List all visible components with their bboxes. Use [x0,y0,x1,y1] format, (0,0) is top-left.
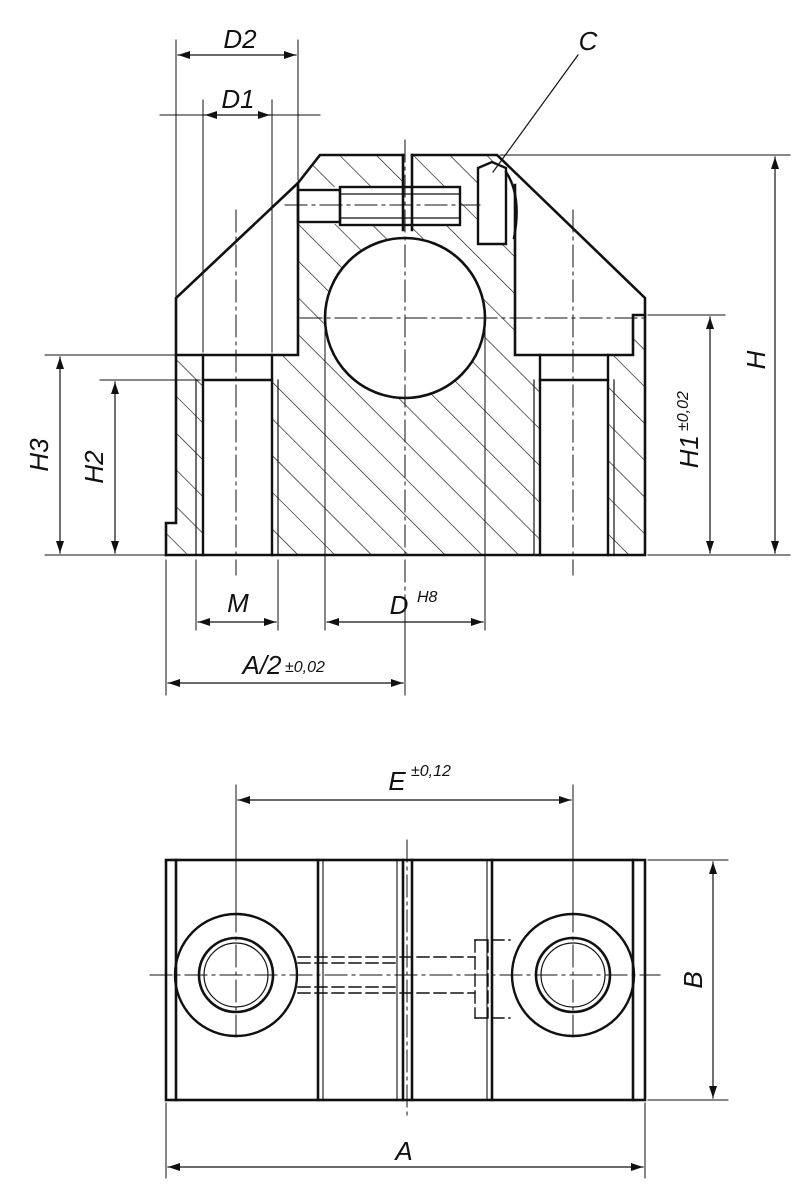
label-e-tol: ±0,12 [411,763,451,780]
label-c: C [579,26,598,56]
right-hole [533,353,615,557]
dimension-labels: D2 D1 C H3 H2 H1 ±0,02 H M D H8 A/2 ±0,0… [24,24,771,1166]
extension-lines [44,39,791,696]
label-h: H [741,350,771,369]
label-d: D [390,590,409,620]
left-hole [195,353,279,557]
label-d2: D2 [223,24,257,54]
center-lines [235,139,646,601]
label-a: A [393,1136,412,1166]
label-m: M [227,588,249,618]
label-a-half: A/2 [240,650,282,680]
label-d1: D1 [221,84,254,114]
label-h2: H2 [79,450,109,484]
label-d-fit: H8 [417,589,438,606]
hidden-screw [297,939,511,1019]
label-a-half-tol: ±0,02 [285,659,325,676]
label-e: E [388,766,406,796]
dimension-lines [56,51,779,687]
label-h3: H3 [24,438,54,472]
label-h1-tol: ±0,02 [675,391,692,431]
label-b: B [678,971,708,988]
leader-c [492,54,579,173]
front-section-view [44,39,791,696]
top-view [149,784,729,1179]
label-h1: H1 [674,435,704,468]
clamping-screw [296,160,518,246]
